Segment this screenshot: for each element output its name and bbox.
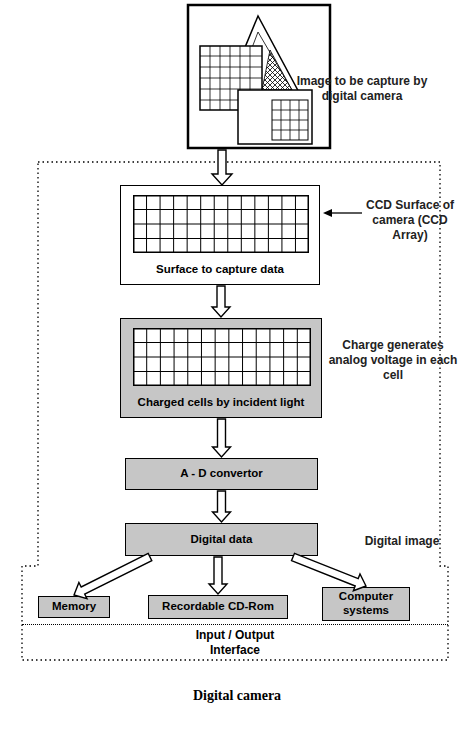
annotation-label: Image to be capture by digital camera (282, 74, 442, 104)
node-text: Digital data (191, 533, 253, 547)
annotation-label: Charge generates analog voltage in each … (326, 338, 460, 383)
hollow-arrow (212, 150, 232, 185)
hollow-arrow (292, 553, 367, 590)
grid-lines (272, 100, 308, 140)
hatched-area (262, 50, 292, 90)
process-box: A - D convertor (125, 458, 318, 490)
node-text: Memory (52, 600, 96, 614)
interface-band: Input / Output Interface (22, 624, 448, 660)
hollow-arrow (213, 491, 231, 522)
camera-boundary (22, 162, 448, 660)
grid-frame (134, 329, 311, 386)
ccd-grid (133, 328, 311, 386)
leader-line (330, 212, 362, 213)
output-box: Recordable CD-Rom (148, 595, 288, 619)
hollow-arrow (74, 553, 152, 598)
hollow-arrow (213, 419, 231, 457)
annotation-label: Digital image (350, 534, 454, 549)
leader-arrowhead (323, 209, 332, 217)
hollow-arrow (212, 286, 230, 317)
hollow-arrow (209, 557, 227, 594)
charged-cells-box: Charged cells by incident light (120, 318, 322, 418)
caption: Digital camera (0, 688, 474, 704)
ccd-grid (133, 195, 309, 253)
node-text: Charged cells by incident light (138, 396, 305, 410)
grid-lines (133, 328, 311, 386)
grid-frame (134, 196, 309, 253)
node-text: Computer systems (323, 590, 409, 618)
ccd-array-box: Surface to capture data (120, 185, 320, 285)
output-box: Computer systems (322, 587, 410, 621)
node-text: Recordable CD-Rom (162, 600, 274, 614)
grid-square (272, 100, 308, 140)
annotation-label: CCD Surface of camera (CCD Array) (364, 198, 456, 243)
grid-lines (133, 195, 309, 253)
node-text: A - D convertor (180, 467, 263, 481)
node-text: Surface to capture data (156, 263, 284, 277)
process-box: Digital data (125, 523, 318, 556)
node-text: Input / Output Interface (185, 628, 285, 657)
grid-square (238, 90, 312, 144)
output-box: Memory (38, 596, 110, 618)
